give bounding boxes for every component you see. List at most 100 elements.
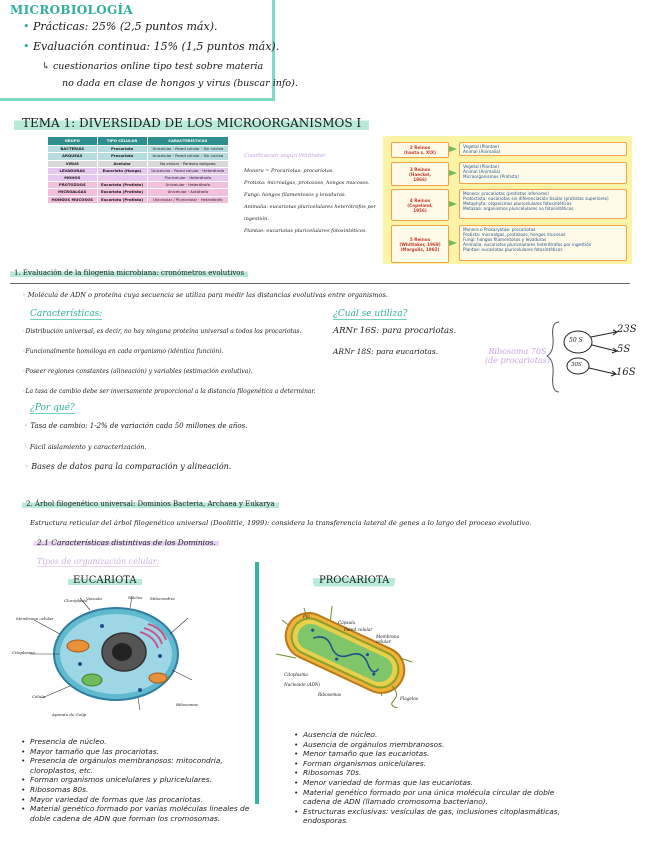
- arrow-23s: [590, 331, 617, 338]
- classif-item: Animalia: eucariotas pluricelulares hete…: [244, 204, 376, 222]
- pro-label: Membrana celular: [376, 634, 400, 644]
- arrow-icon: [449, 240, 457, 246]
- caracteristica-item: ◦La tasa de cambio debe ser inversamente…: [22, 388, 316, 395]
- s16-label: 16S: [616, 367, 636, 378]
- reino-item: Vegetal (Plantae): [463, 164, 500, 169]
- s23-label: 23S: [617, 324, 637, 335]
- table-cell: [96, 174, 148, 183]
- caracteristicas-title: Características:: [30, 309, 103, 320]
- note-item: Forman organismos unicelulares.: [294, 759, 568, 769]
- section2-desc: Estructura reticular del árbol filogenét…: [30, 519, 532, 527]
- subunit-50s-shape: [563, 330, 593, 354]
- table-cell: Unicelular · Pared celular · Sin núcleo: [146, 152, 230, 161]
- evaluacion-line: • Evaluación continua: 15% (1,5 puntos m…: [23, 40, 280, 53]
- porque-item: ◦ Fácil aislamiento y caracterización.: [24, 443, 147, 451]
- table-cell: No celular · Parásito obligado: [146, 159, 230, 168]
- pro-nucleoid: [313, 636, 380, 673]
- section1-title: 1. Evaluación de la filogenia microbiana…: [10, 268, 249, 278]
- groups-table-wrap: GRUPO TIPO CELULAR CARACTERÍSTICAS BACTE…: [47, 135, 230, 204]
- section1-rule: [10, 283, 630, 284]
- reino-item: Metaphyta: organismos pluricelulares fot…: [463, 201, 572, 206]
- pro-label: Cápsula: [338, 620, 356, 625]
- table-cell: MOHOS: [47, 174, 98, 183]
- euk-label: Aparato de Golgi: [52, 712, 87, 717]
- arn16-text: ARNr 16S: para procariotas.: [333, 326, 457, 336]
- table-cell: VIRUS: [47, 159, 98, 168]
- classif-list: Monera = Procariotas: procariotas. Proti…: [244, 165, 379, 237]
- euk-chloroplast: [81, 673, 103, 687]
- caracteristicas-list: ◦Distribución universal, es decir, no ha…: [22, 328, 332, 408]
- reino-label: 3 Reinos (Haeckel, 1866): [391, 162, 449, 186]
- table-cell: HONGOS MUCOSOS: [47, 195, 98, 204]
- reino-item: Fungi: hongos filamentosos y levaduras: [463, 237, 547, 242]
- caracteristica-item: ◦Distribución universal, es decir, no ha…: [22, 328, 302, 335]
- table-cell: Procariota: [96, 152, 148, 161]
- pro-title: PROCARIOTA: [313, 573, 396, 588]
- caracteristica-item: ◦Poseer regiones constantes (alineación)…: [22, 368, 253, 375]
- euk-label: Citoplasma: [12, 650, 35, 655]
- table-cell: Unicelular · Heterótrofo: [146, 181, 230, 190]
- section2-sub: 2.1 Características distintivas de los D…: [34, 538, 219, 547]
- arrow-16s: [588, 367, 616, 375]
- euk-label: Ribosomas: [176, 702, 198, 707]
- euk-golgi: [139, 623, 167, 649]
- table-cell: ARQUEAS: [47, 152, 98, 161]
- note-item: Mayor tamaño que las procariotas.: [21, 747, 252, 757]
- cuestionarios-line-2: no dada en clase de hongos y virus (busc…: [62, 78, 298, 89]
- euk-nucleolus: [112, 643, 132, 661]
- table-header: TIPO CELULAR: [96, 135, 148, 147]
- euk-label: Membrana celular: [16, 616, 54, 621]
- reino-item: Monera: procariotas (protistas inferiore…: [463, 191, 549, 196]
- reino-label: 4 Reinos (Copeland, 1956): [391, 189, 449, 221]
- ribosoma-label: Ribosoma 70S (de procariotas): [485, 347, 550, 365]
- section2-title: 2. Árbol filogenético universal: Dominio…: [22, 499, 279, 509]
- euk-mitochondria: [148, 672, 168, 684]
- tema1-title: TEMA 1: DIVERSIDAD DE LOS MICROORGANISMO…: [14, 114, 370, 132]
- cuestionarios-line-1: ↳ cuestionarios online tipo test sobre m…: [42, 61, 264, 72]
- note-item: Estructuras exclusivas: vesículas de gas…: [294, 807, 568, 826]
- table-cell: BACTERIAS: [47, 145, 98, 154]
- note-item: Ribosomas 70s.: [294, 768, 568, 778]
- reino-items: Monera: procariotas (protistas inferiore…: [459, 189, 627, 219]
- bracket: [545, 321, 560, 393]
- reino-items: Vegetal (Plantae)Animal (Animalia)Microo…: [459, 162, 627, 184]
- table-cell: PROTOZOOS: [47, 181, 98, 190]
- pro-flagellum: [391, 685, 399, 708]
- classif-item: Monera = Procariotas: procariotas.: [244, 168, 334, 174]
- porque-item: ◦ Tasa de cambio: 1-2% de variación cada…: [24, 422, 248, 430]
- table-header: GRUPO: [47, 135, 98, 147]
- table-cell: Eucariota (Hongo): [96, 166, 148, 176]
- note-item: Menor tamaño que las eucariotas.: [294, 749, 568, 759]
- classif-item: Plantae: eucariotas pluricelulares fotos…: [244, 228, 367, 234]
- note-item: Material genético formado por varias mol…: [21, 804, 252, 823]
- reino-item: Protoctista: eucariotas sin diferenciaci…: [463, 196, 609, 201]
- s5-label: 5S: [617, 344, 631, 355]
- sub50-label: 50 S: [569, 337, 583, 344]
- note-item: Mayor variedad de formas que las procari…: [21, 795, 252, 805]
- header-box: [0, 0, 275, 101]
- table-cell: Eucariota (Protista): [96, 195, 148, 204]
- reino-item: Animalia: eucariotas pluricelulares hete…: [463, 242, 592, 247]
- pro-notes: Ausencia de núcleo.Ausencia de orgánulos…: [293, 730, 568, 826]
- table-header: CARACTERÍSTICAS: [146, 135, 230, 147]
- table-cell: Eucariota (Protista): [96, 181, 148, 190]
- eukaryote-cell-illustration: [30, 595, 193, 711]
- note-item: Ribosomas 80s.: [21, 785, 252, 795]
- arrow-5s: [591, 344, 617, 352]
- section2-divider: [255, 562, 259, 804]
- table-cell: Unicelular · Autótrofo: [146, 188, 230, 197]
- section1-def: ◦ Molécula de ADN o proteína cuya secuen…: [22, 291, 388, 299]
- pro-label: Ribosomas: [318, 692, 341, 697]
- arrow-icon: [449, 170, 457, 176]
- reinos-card: 2 Reinos (hasta s. XIX)Vegetal (Plantae)…: [383, 136, 632, 264]
- arrow-icon: [449, 146, 457, 152]
- reino-item: Protista: microalgas, protozoos, hongos …: [463, 232, 566, 237]
- note-item: Presencia de núcleo.: [21, 737, 252, 747]
- reino-item: Monera o Prokaryotae: procariotas: [463, 227, 536, 232]
